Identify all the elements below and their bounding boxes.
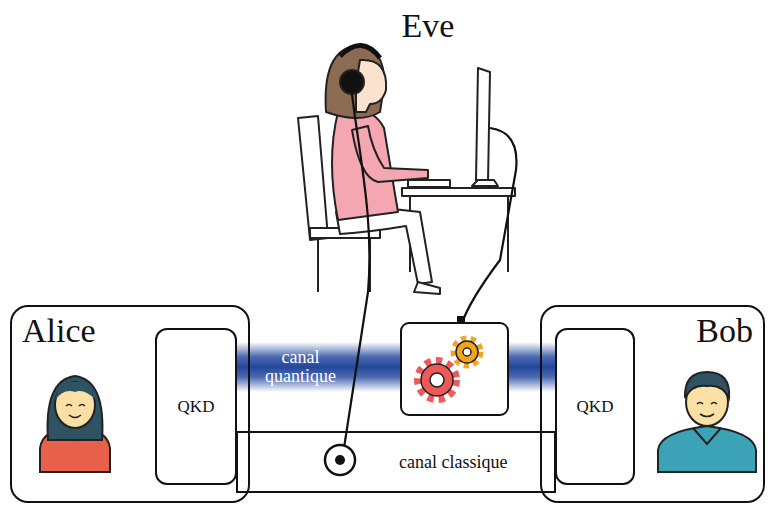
- qkd-box: QKD: [555, 328, 635, 485]
- bob-icon: [658, 372, 756, 472]
- monitor-cable: [462, 128, 516, 323]
- alice-icon: [40, 376, 110, 472]
- qkd-box: QKD: [155, 328, 237, 485]
- eve-device: [401, 316, 508, 415]
- channel-label: canal classique: [398, 453, 508, 472]
- eve-illustration: [298, 45, 515, 294]
- classical-channel: [237, 432, 555, 492]
- party-box: BobQKD: [540, 305, 765, 503]
- box-label: QKD: [178, 397, 215, 417]
- channel-label: canal quantique: [246, 348, 356, 386]
- headphone-wire: [344, 94, 369, 448]
- box-label: QKD: [577, 397, 614, 417]
- party-box: AliceQKD: [10, 305, 250, 503]
- tap-dot: [335, 455, 345, 465]
- party-name: Bob: [696, 311, 753, 351]
- actor-name: Eve: [402, 6, 455, 46]
- tap-point: [325, 445, 355, 475]
- party-name: Alice: [22, 311, 96, 351]
